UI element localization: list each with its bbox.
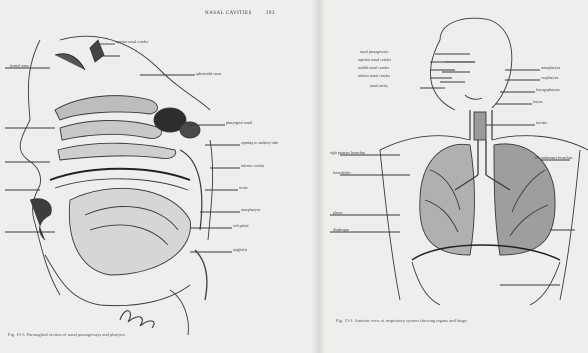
label-left-bronchus: left pulmonary bronchus [535,156,572,160]
label-larynx: larynx [533,100,543,104]
label-right-bronchus: right primary bronchus [330,151,365,155]
label-laryngopharynx: laryngopharynx [536,88,560,92]
label-inferior-nasal-concha: inferior nasal concha [358,74,390,78]
label-auditory-tube: opening to auditory tube [241,141,278,145]
label-nasopharynx-right: nasopharynx [541,66,560,70]
label-sphenoidal-sinus: sphenoidal sinus [196,72,221,76]
label-middle-concha: middle nasal concha [358,66,389,70]
label-inferior-concha: inferior concha [241,164,264,168]
label-pharyngeal-tonsil: pharyngeal tonsil [226,121,252,125]
label-epiglottis: epiglottis [233,248,247,252]
label-trachea: trachea [536,121,547,125]
label-frontal-sinus: frontal sinus [10,64,29,68]
left-figure-caption: Fig. 15-3. Parasagittal section of nasal… [8,332,126,337]
label-nasopharynx: nasopharynx [241,208,260,212]
label-diaphragm: diaphragm [333,228,349,232]
label-soft-palate: soft palate [233,224,249,228]
right-figure-caption: Fig. 15-1. Anterior view of respiratory … [336,318,468,323]
label-uvula: uvula [239,186,247,190]
label-pleura: pleura [333,211,343,215]
label-nasal-passageways: nasal passageways [360,50,388,54]
label-superior-nasal-concha: superior nasal concha [115,40,148,44]
label-bronchioles: bronchioles [333,171,351,175]
label-superior-concha: superior nasal concha [358,58,391,62]
label-oropharynx: oropharynx [541,76,559,80]
label-nasal-cavity: nasal cavity [370,84,388,88]
